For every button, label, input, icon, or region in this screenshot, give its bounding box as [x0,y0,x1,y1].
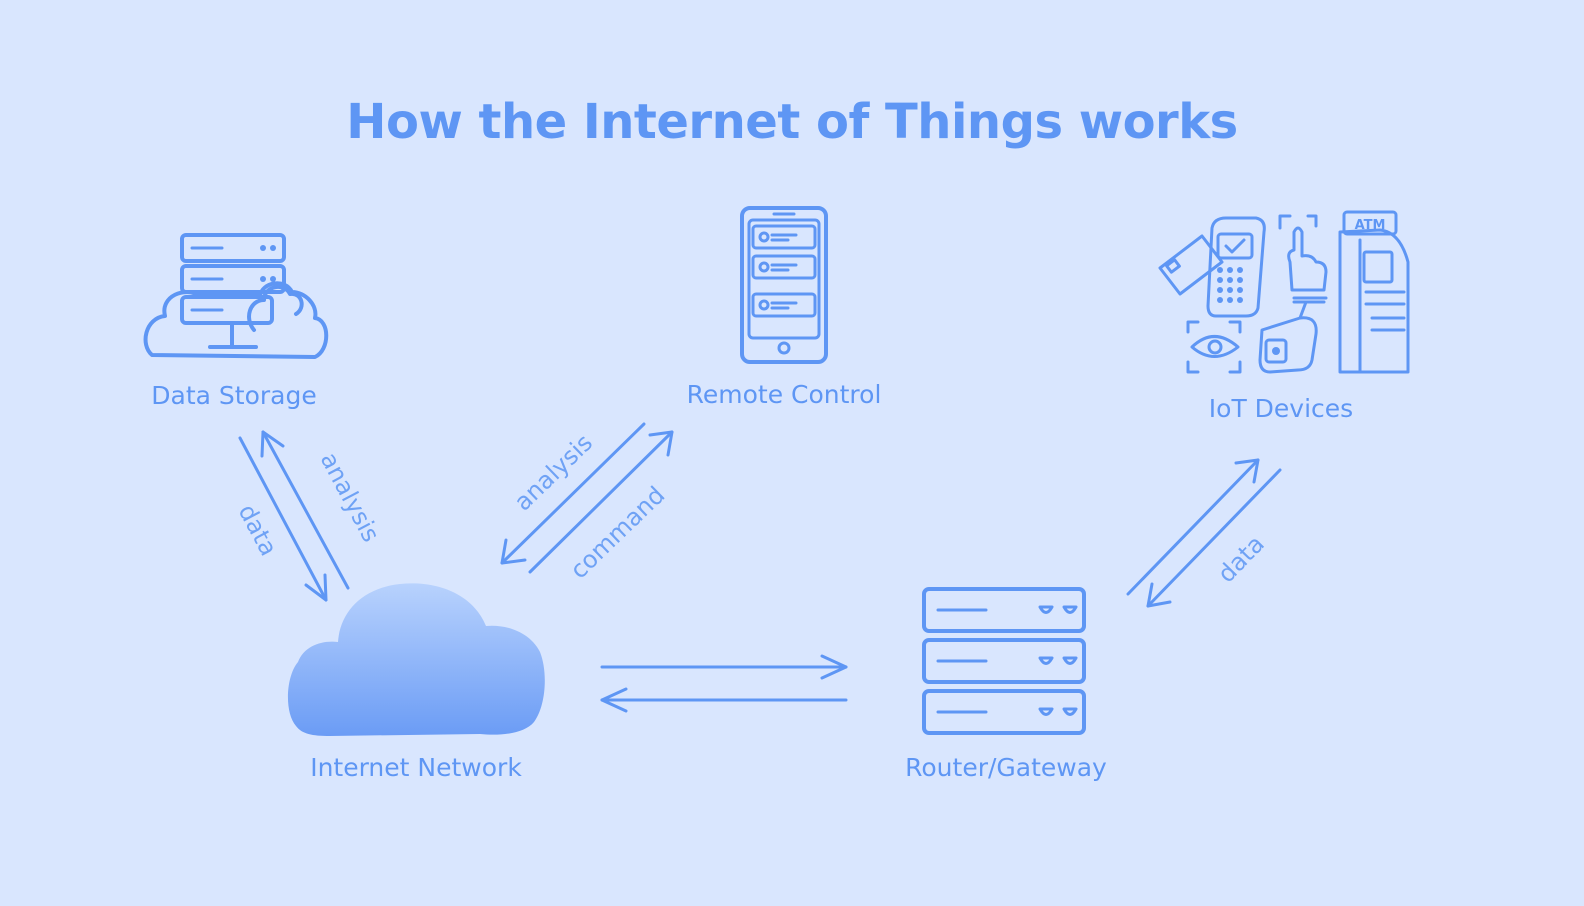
arrow-network-to-router [602,656,846,678]
atm-sign-text: ATM [1355,218,1386,233]
node-label-router-gateway: Router/Gateway [905,753,1107,782]
router-icon [924,589,1084,733]
arrow-iot-to-router [1148,470,1280,606]
node-label-data-storage: Data Storage [151,381,316,410]
arrow-router-to-network [602,689,846,711]
edge-label-data-iot: data [1212,530,1270,588]
node-label-internet-network: Internet Network [310,753,522,782]
iot-devices-icon: ATM [1160,212,1408,372]
edge-label-data-storage: data [233,500,283,561]
edge-label-analysis-storage: analysis [315,448,385,547]
edge-label-analysis-remote: analysis [509,429,598,517]
edge-label-command: command [565,481,671,584]
server-stack-cloud-icon [146,235,327,357]
cloud-icon [288,583,545,736]
node-label-iot-devices: IoT Devices [1209,394,1353,423]
smartphone-icon [742,208,826,362]
node-label-remote-control: Remote Control [687,380,882,409]
